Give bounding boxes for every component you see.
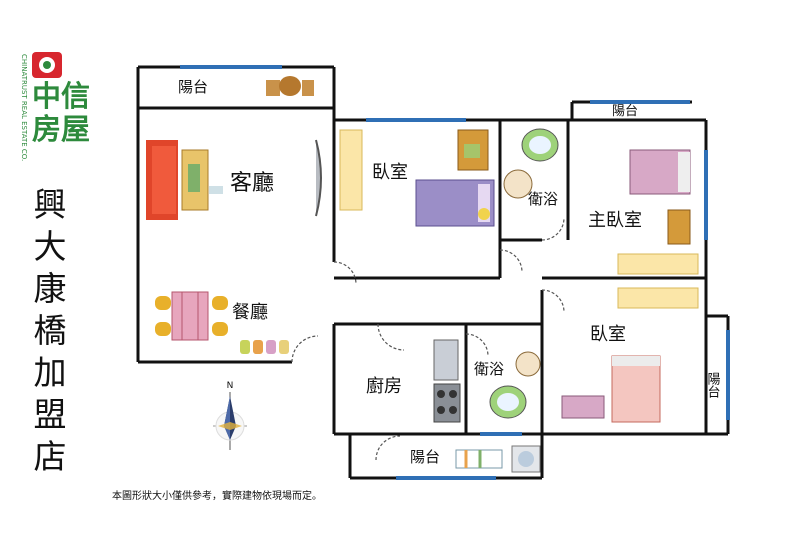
desk-icon (457, 129, 489, 171)
brand-logo: CHINATRUST REAL ESTATE CO. 中信房屋 (14, 52, 100, 172)
master-desk-icon (667, 209, 691, 245)
bed-bottom-icon (611, 355, 661, 423)
windows (180, 65, 730, 480)
compass-north-label: N (227, 381, 234, 391)
room-label-bedroom-mid: 臥室 (372, 162, 408, 183)
stove-icon (433, 383, 461, 423)
fridge-icon (433, 339, 459, 381)
laundry-rack-icon (455, 449, 503, 469)
master-wardrobe-icon (617, 253, 699, 275)
sofa-icon (146, 140, 178, 220)
room-label-balcony-right-top: 陽台 (612, 104, 638, 119)
tv-icon (315, 139, 322, 217)
washing-machine-icon (511, 445, 541, 473)
washbasin-icon (503, 169, 533, 199)
dining-table-icon (155, 291, 228, 341)
room-label-balcony-right-vertical: 陽台 (705, 372, 720, 398)
room-label-master-bedroom: 主臥室 (588, 210, 642, 231)
room-label-balcony-top: 陽台 (178, 78, 208, 96)
room-label-bathroom-bottom: 衛浴 (474, 360, 504, 378)
room-label-balcony-bottom: 陽台 (410, 448, 440, 466)
brand-chinese-name: 中信房屋 (32, 79, 91, 146)
disclaimer-note: 本圖形狀大小僅供參考，實際建物依現場而定。 (112, 491, 322, 502)
room-label-bathroom-top: 衛浴 (528, 190, 558, 208)
room-label-kitchen: 廚房 (366, 375, 402, 397)
toilet-icon (521, 128, 559, 162)
master-bed-icon (629, 149, 691, 195)
toilet-bottom-icon (489, 385, 527, 419)
shoes-icon (240, 340, 289, 354)
washbasin-bottom-icon (515, 351, 541, 377)
compass-icon: N (213, 381, 247, 450)
room-label-living-room: 客廳 (230, 171, 274, 196)
doors (291, 217, 565, 461)
bedroom-bottom-desk-icon (561, 395, 605, 419)
room-label-bedroom-bottom: 臥室 (590, 324, 626, 345)
bedroom-wardrobe-icon (339, 129, 363, 211)
bed-icon (415, 179, 495, 227)
brand-english-name: CHINATRUST REAL ESTATE CO. (20, 54, 28, 162)
room-label-dining-room: 餐廳 (232, 302, 268, 323)
brand-mark-icon (32, 52, 62, 78)
bedroom-bottom-wardrobe-icon (617, 287, 699, 309)
store-name: 興大康橋加盟店 (33, 185, 67, 476)
balcony-planter-icon (266, 76, 314, 96)
coffee-table-icon (181, 149, 223, 211)
